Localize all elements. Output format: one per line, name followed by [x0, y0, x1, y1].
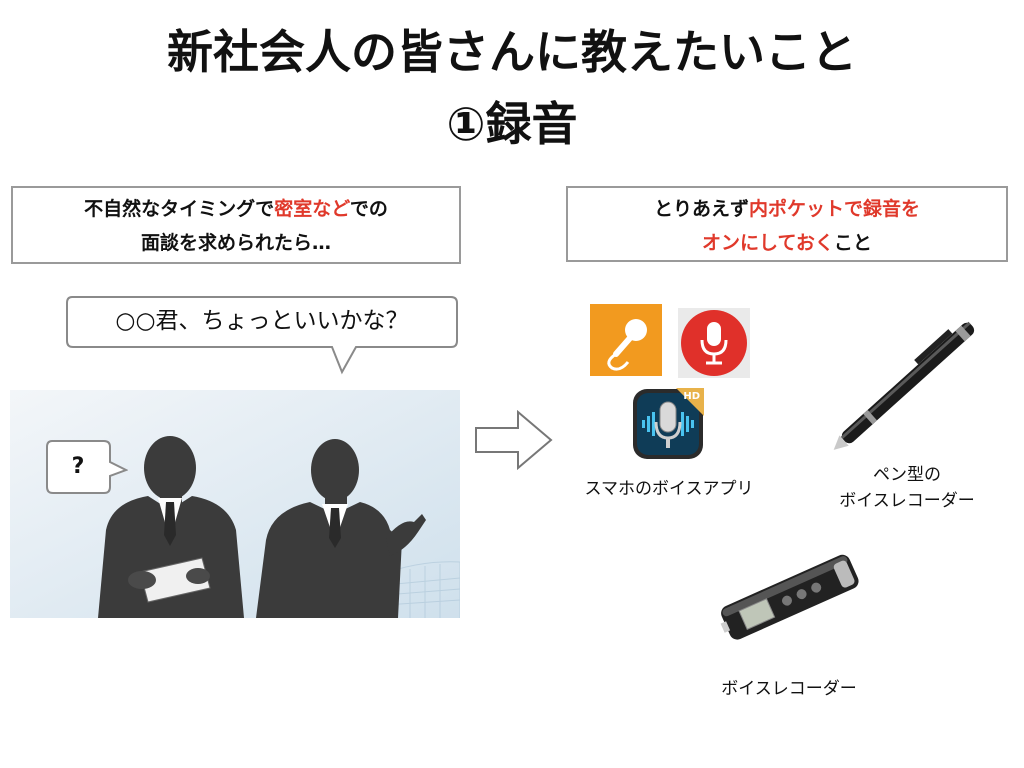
businessmen-photo: [10, 390, 460, 618]
pen-recorder-caption: ペン型の ボイスレコーダー: [812, 462, 1002, 514]
slide-title: 新社会人の皆さんに教えたいこと: [167, 25, 857, 79]
smartphone-apps-caption: スマホのボイスアプリ: [584, 479, 754, 499]
slide-subtitle: ①録音: [446, 97, 578, 151]
businessmen-silhouette-image: [10, 390, 460, 618]
question-bubble: ?: [46, 440, 128, 496]
pen-recorder-caption-line-1: ペン型の: [873, 465, 941, 485]
situation-line-2: 面談を求められたら…: [140, 232, 331, 254]
advice-text-highlight-1: 内ポケットで録音を: [749, 198, 921, 220]
advice-text-a: とりあえず: [653, 198, 749, 220]
speech-bubble-text: ○○君、ちょっといいかな？: [115, 308, 409, 334]
question-bubble-text: ?: [71, 454, 85, 479]
pen-recorder-image: [833, 321, 975, 450]
hd-badge: HD: [683, 391, 700, 402]
microphone-app-icon: [590, 304, 662, 376]
voice-recorder-caption: ボイスレコーダー: [721, 679, 857, 699]
advice-text-highlight-2: オンにしておく: [702, 232, 834, 254]
advice-line-2: オンにしておくこと: [568, 226, 1006, 260]
advice-box: とりあえず内ポケットで録音を オンにしておくこと: [566, 186, 1008, 262]
voice-recorder-hd-app-icon: HD: [632, 388, 704, 460]
speech-bubble-shape: [66, 296, 458, 375]
recorder-app-icon: [678, 308, 750, 378]
voice-recorder-image: [720, 554, 859, 640]
situation-box: 不自然なタイミングで密室などでの 面談を求められたら…: [11, 186, 461, 264]
speech-bubble: ○○君、ちょっといいかな？: [66, 296, 458, 376]
situation-text-highlight: 密室など: [274, 198, 350, 220]
question-bubble-shape: [46, 440, 128, 494]
advice-line-1: とりあえず内ポケットで録音を: [568, 192, 1006, 226]
situation-text-b: での: [349, 198, 388, 220]
situation-text-a: 不自然なタイミングで: [84, 198, 275, 220]
pen-recorder-caption-line-2: ボイスレコーダー: [839, 491, 975, 511]
advice-text-b: こと: [833, 232, 872, 254]
situation-line-1: 不自然なタイミングで密室などでの: [13, 192, 459, 226]
right-arrow-icon: [475, 410, 553, 470]
